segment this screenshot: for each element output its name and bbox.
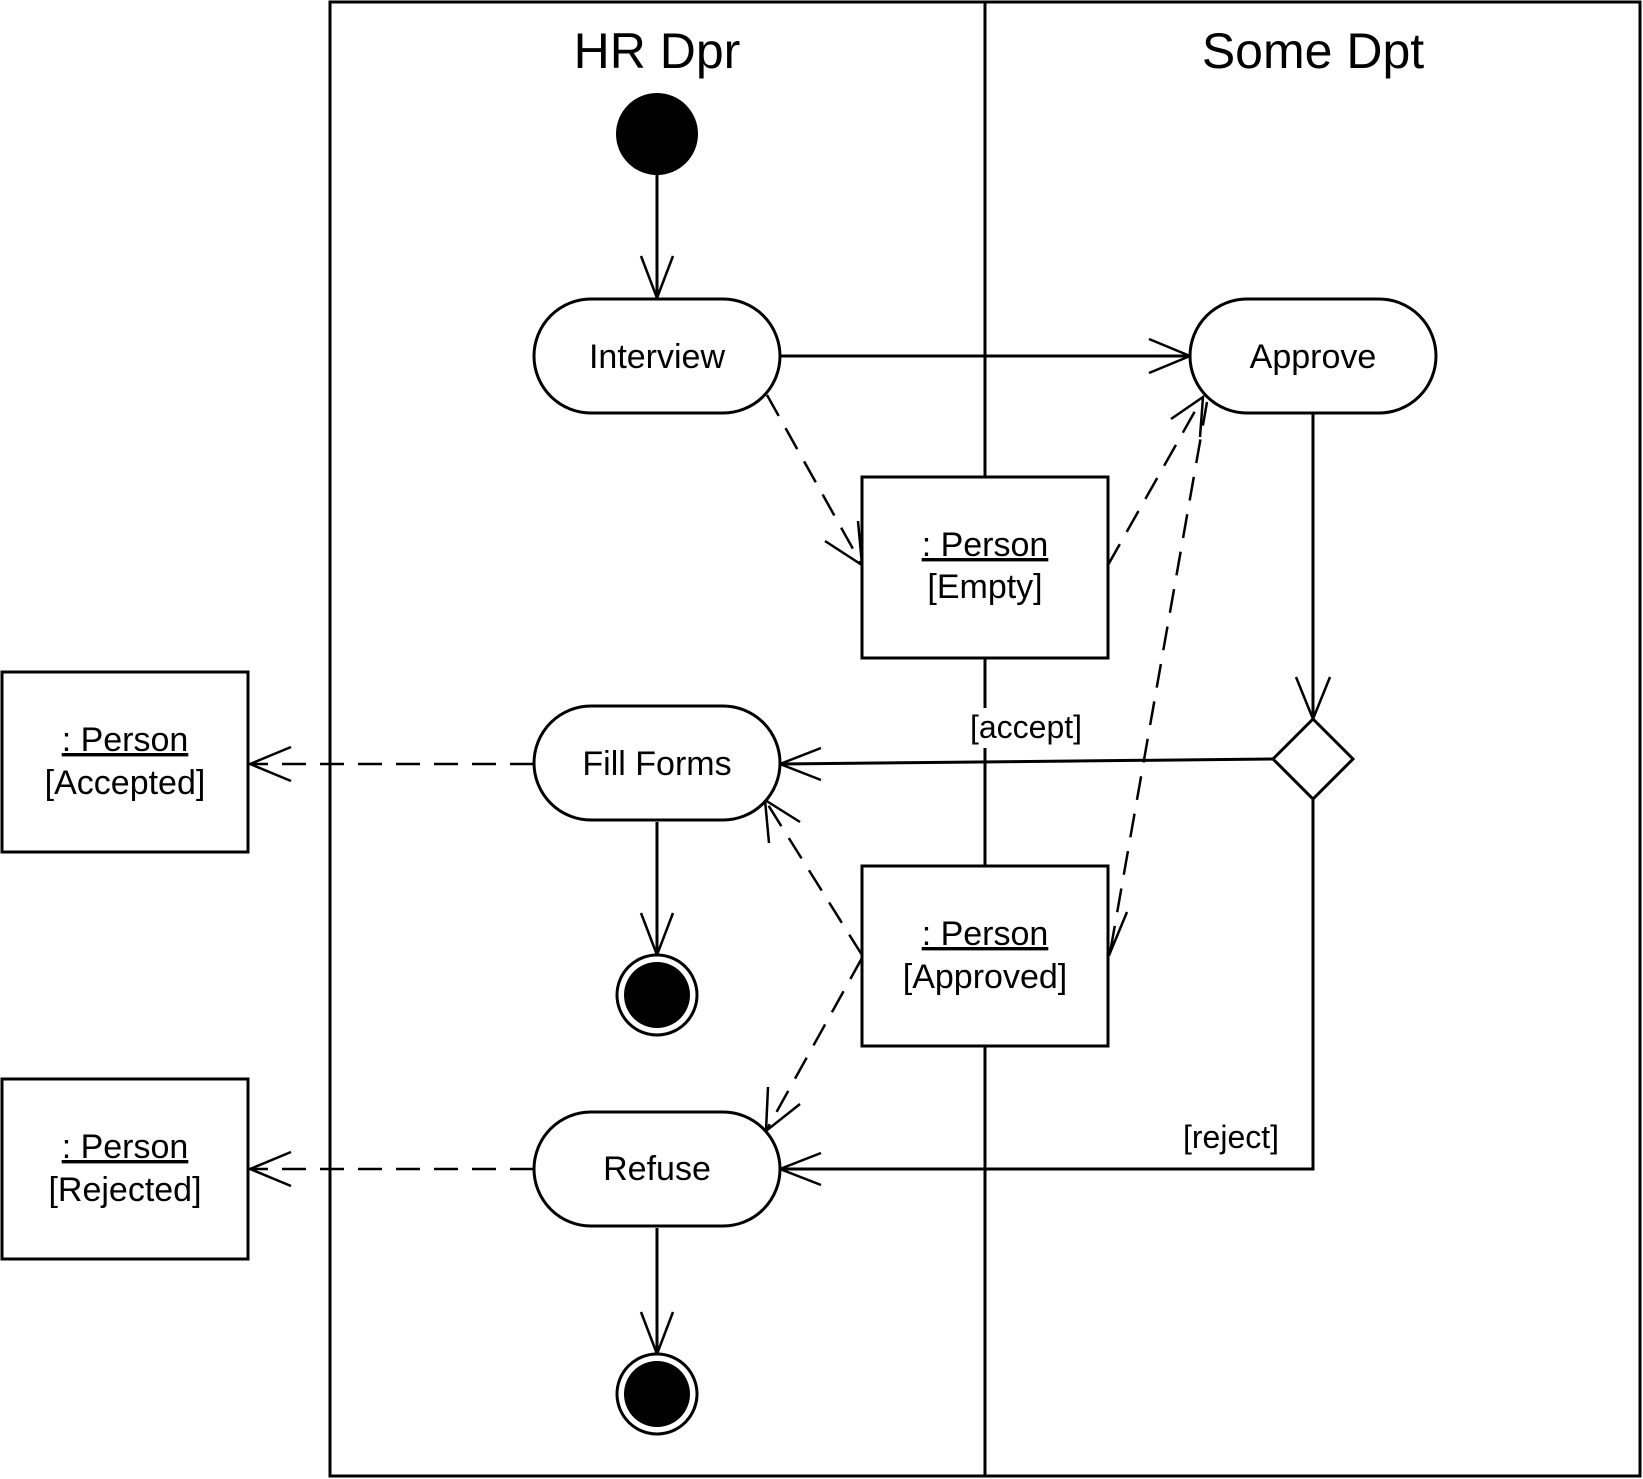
flow-approve-to-decision bbox=[1294, 414, 1332, 723]
action-approve-label: Approve bbox=[1250, 338, 1377, 376]
object-person-approved-state: [Approved] bbox=[903, 958, 1067, 996]
action-interview[interactable]: Interview bbox=[532, 297, 782, 415]
action-interview-label: Interview bbox=[589, 338, 725, 376]
object-person-accepted-name: : Person bbox=[62, 721, 189, 759]
object-person-rejected-name: : Person bbox=[62, 1128, 189, 1166]
action-fill-forms[interactable]: Fill Forms bbox=[532, 704, 782, 822]
object-person-empty-state: [Empty] bbox=[927, 568, 1042, 606]
action-approve[interactable]: Approve bbox=[1188, 297, 1438, 415]
flow-fill-forms-to-final bbox=[639, 822, 675, 959]
objflow-fill-forms-to-person-accepted bbox=[246, 745, 534, 783]
objflow-interview-to-person-empty bbox=[765, 394, 864, 568]
action-refuse-label: Refuse bbox=[603, 1150, 711, 1188]
flow-decision-to-fill-forms bbox=[776, 746, 1274, 782]
lane-title-hr: HR Dpr bbox=[574, 23, 741, 79]
objflow-refuse-to-person-rejected bbox=[246, 1150, 534, 1188]
final-node-fill-forms bbox=[615, 953, 699, 1037]
objflow-person-approved-to-fill-forms bbox=[763, 797, 864, 956]
guard-accept-backing bbox=[962, 708, 1090, 748]
initial-node bbox=[616, 93, 698, 175]
guard-accept: [accept] bbox=[970, 709, 1082, 745]
lane-title-dept: Some Dpt bbox=[1202, 23, 1424, 79]
object-person-empty[interactable]: : Person [Empty] bbox=[860, 475, 1110, 660]
object-person-accepted-state: [Accepted] bbox=[45, 764, 206, 802]
action-refuse[interactable]: Refuse bbox=[532, 1110, 782, 1228]
object-person-accepted[interactable]: : Person [Accepted] bbox=[0, 670, 250, 854]
flow-refuse-to-final bbox=[639, 1228, 675, 1358]
object-person-empty-name: : Person bbox=[922, 526, 1049, 564]
objflow-person-approved-to-refuse bbox=[764, 957, 864, 1134]
object-person-approved-name: : Person bbox=[922, 915, 1049, 953]
objflow-person-empty-to-approve bbox=[1106, 394, 1205, 566]
action-fill-forms-label: Fill Forms bbox=[582, 745, 731, 783]
objflow-approve-to-person-approved bbox=[1093, 401, 1209, 957]
object-person-rejected-state: [Rejected] bbox=[48, 1171, 201, 1209]
guard-reject: [reject] bbox=[1183, 1119, 1279, 1155]
decision-node bbox=[1270, 716, 1356, 802]
flow-initial-to-interview bbox=[639, 174, 675, 302]
object-person-approved[interactable]: : Person [Approved] bbox=[860, 864, 1110, 1048]
final-node-refuse bbox=[615, 1352, 699, 1436]
object-person-rejected[interactable]: : Person [Rejected] bbox=[0, 1077, 250, 1261]
